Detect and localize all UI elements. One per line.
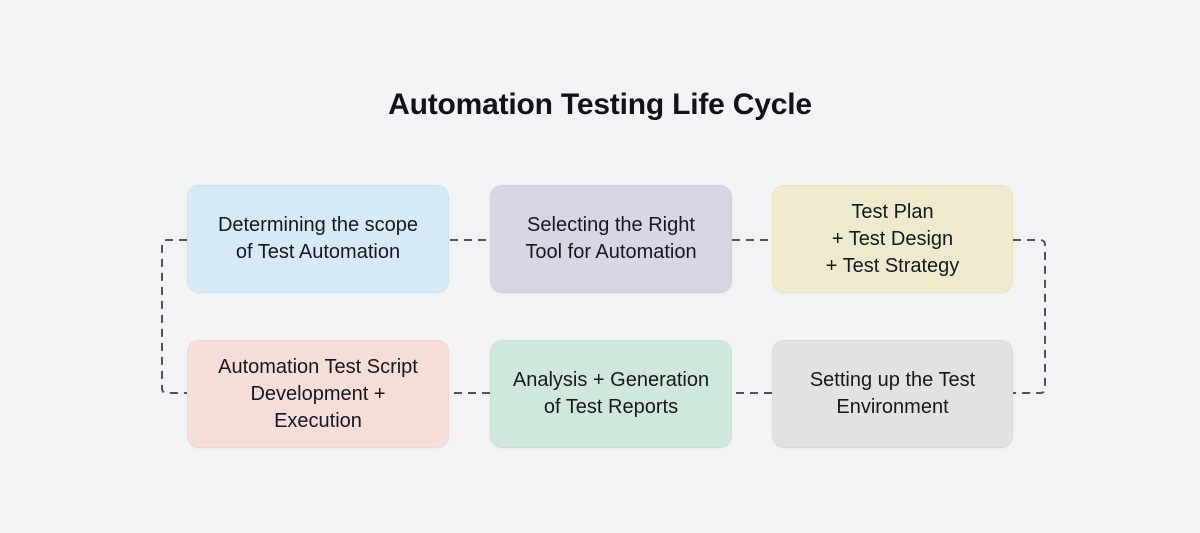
box-determining-scope-label: Determining the scope of Test Automation: [217, 214, 419, 263]
box-analysis-reports: Analysis + Generation of Test Reports: [490, 340, 732, 448]
box-analysis-reports-label: Analysis + Generation of Test Reports: [512, 369, 710, 418]
box-selecting-tool: Selecting the Right Tool for Automation: [490, 185, 732, 293]
box-script-development: Automation Test Script Development + Exe…: [187, 340, 449, 448]
box-script-development-label: Automation Test Script Development + Exe…: [218, 355, 418, 432]
connector-right-loop: [1013, 239, 1046, 394]
box-selecting-tool-label: Selecting the Right Tool for Automation: [525, 214, 697, 263]
page-title: Automation Testing Life Cycle: [388, 88, 812, 121]
box-setup-environment: Setting up the Test Environment: [772, 340, 1013, 448]
box-test-plan-label: Test Plan + Test Design + Test Strategy: [825, 200, 960, 277]
box-determining-scope: Determining the scope of Test Automation: [187, 185, 449, 293]
box-test-plan: Test Plan + Test Design + Test Strategy: [772, 185, 1013, 293]
connector-left-loop: [161, 239, 187, 394]
box-setup-environment-label: Setting up the Test Environment: [809, 369, 976, 418]
